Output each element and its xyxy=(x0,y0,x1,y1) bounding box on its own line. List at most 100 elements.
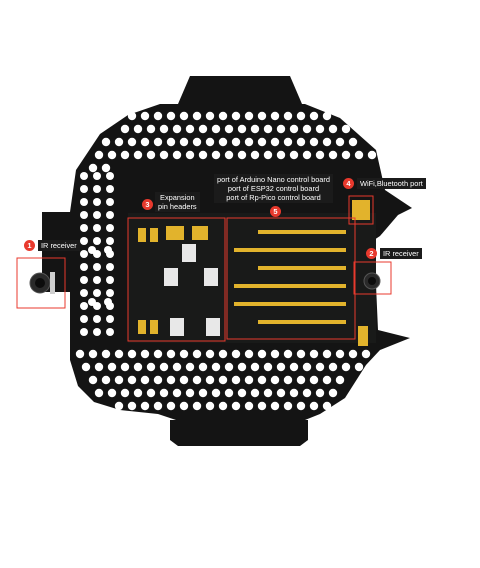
mounting-hole xyxy=(329,151,337,159)
mounting-hole xyxy=(264,363,272,371)
mounting-hole xyxy=(154,112,162,120)
mounting-hole xyxy=(93,224,101,232)
mounting-hole xyxy=(245,350,253,358)
mounting-hole xyxy=(173,363,181,371)
mounting-hole xyxy=(219,376,227,384)
mounting-hole xyxy=(271,376,279,384)
mounting-hole xyxy=(160,125,168,133)
mounting-hole xyxy=(316,363,324,371)
mounting-hole xyxy=(95,389,103,397)
board-bottom-tab xyxy=(170,420,308,446)
mounting-hole xyxy=(342,125,350,133)
label-expansion: Expansion pin headers xyxy=(155,192,200,212)
mounting-hole xyxy=(154,138,162,146)
mounting-hole xyxy=(297,402,305,410)
mounting-hole xyxy=(106,276,114,284)
mounting-hole xyxy=(106,289,114,297)
mounting-hole xyxy=(80,211,88,219)
mounting-hole xyxy=(93,315,101,323)
mounting-hole xyxy=(336,138,344,146)
mounting-hole xyxy=(329,363,337,371)
mounting-hole xyxy=(154,350,162,358)
mounting-hole xyxy=(80,237,88,245)
mounting-hole xyxy=(284,402,292,410)
mounting-hole xyxy=(245,376,253,384)
mounting-hole xyxy=(106,237,114,245)
ir-receiver-left-pins xyxy=(50,272,55,294)
mounting-hole xyxy=(303,389,311,397)
mounting-hole xyxy=(134,363,142,371)
label-controller-line-2: port of ESP32 control board xyxy=(228,184,319,193)
mounting-hole xyxy=(329,125,337,133)
mounting-hole xyxy=(93,328,101,336)
mounting-hole xyxy=(121,151,129,159)
mounting-hole xyxy=(297,376,305,384)
header-strip xyxy=(234,302,346,306)
mounting-hole xyxy=(88,298,96,306)
mounting-hole xyxy=(219,350,227,358)
mounting-hole xyxy=(106,172,114,180)
mounting-hole xyxy=(271,112,279,120)
mounting-hole xyxy=(258,138,266,146)
mounting-hole xyxy=(141,138,149,146)
mounting-hole xyxy=(238,363,246,371)
mounting-hole xyxy=(219,402,227,410)
mounting-hole xyxy=(180,402,188,410)
mounting-hole xyxy=(180,138,188,146)
pin-header xyxy=(138,228,146,242)
mounting-hole xyxy=(93,172,101,180)
mounting-hole xyxy=(128,376,136,384)
pin-header-block xyxy=(192,226,208,240)
mounting-hole xyxy=(303,363,311,371)
mounting-hole xyxy=(173,125,181,133)
header-strip xyxy=(234,284,346,288)
mounting-hole xyxy=(323,402,331,410)
mounting-hole xyxy=(80,198,88,206)
mounting-hole xyxy=(89,164,97,172)
mounting-hole xyxy=(342,363,350,371)
mounting-hole xyxy=(310,112,318,120)
mounting-hole xyxy=(284,112,292,120)
mounting-hole xyxy=(134,125,142,133)
mounting-hole xyxy=(106,198,114,206)
mounting-hole xyxy=(316,125,324,133)
mounting-hole xyxy=(199,389,207,397)
mounting-hole xyxy=(95,363,103,371)
mounting-hole xyxy=(238,389,246,397)
badge-ir-left: 1 xyxy=(24,240,35,251)
mounting-hole xyxy=(310,350,318,358)
mounting-hole xyxy=(290,389,298,397)
mounting-hole xyxy=(284,376,292,384)
label-ir-left: IR receiver xyxy=(38,240,80,251)
mounting-hole xyxy=(147,389,155,397)
ir-receiver-left-lens xyxy=(35,278,45,288)
mounting-hole xyxy=(180,376,188,384)
mounting-hole xyxy=(264,125,272,133)
mounting-hole xyxy=(93,211,101,219)
mounting-hole xyxy=(134,389,142,397)
header-strip xyxy=(234,248,346,252)
mounting-hole xyxy=(251,151,259,159)
mounting-hole xyxy=(251,125,259,133)
mounting-hole xyxy=(80,302,88,310)
mounting-hole xyxy=(173,151,181,159)
pin-header xyxy=(150,320,158,334)
mounting-hole xyxy=(115,402,123,410)
mounting-hole xyxy=(368,151,376,159)
mounting-hole xyxy=(206,350,214,358)
servo-connector xyxy=(204,268,218,286)
mounting-hole xyxy=(258,350,266,358)
servo-connector xyxy=(170,318,184,336)
pin-header xyxy=(138,320,146,334)
mounting-hole xyxy=(264,389,272,397)
mounting-hole xyxy=(199,125,207,133)
mounting-hole xyxy=(219,112,227,120)
mounting-hole xyxy=(180,350,188,358)
mounting-hole xyxy=(212,363,220,371)
mounting-hole xyxy=(102,350,110,358)
mounting-hole xyxy=(80,172,88,180)
mounting-hole xyxy=(193,402,201,410)
mounting-hole xyxy=(80,250,88,258)
label-expansion-line-1: Expansion xyxy=(160,193,195,202)
label-controller: port of Arduino Nano control board port … xyxy=(214,174,333,203)
